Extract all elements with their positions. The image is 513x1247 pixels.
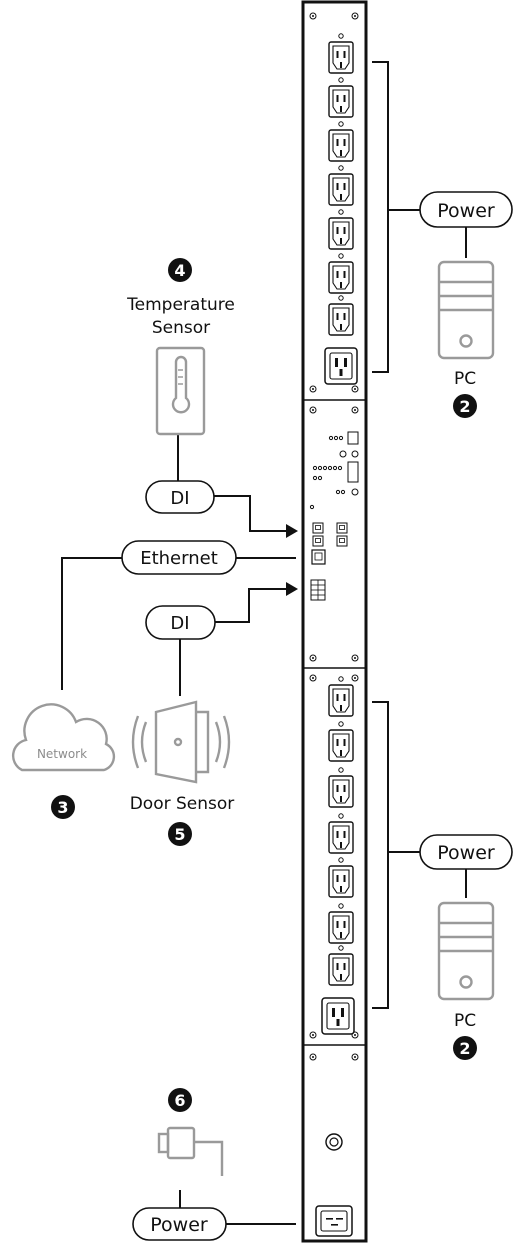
badge-2-icon (453, 394, 477, 418)
connection-lines (61, 61, 467, 1225)
power-label-bottom: Power (132, 1207, 227, 1241)
cloud-icon (11, 703, 116, 772)
power-plug-icon (157, 1126, 224, 1176)
arrowheads (286, 524, 298, 596)
door-sensor-label: Door Sensor (130, 794, 235, 814)
di-label-bottom: DI (145, 605, 216, 640)
door-sensor-icon (131, 700, 231, 784)
temperature-label-line1: Temperature (126, 295, 235, 315)
pc-bottom-label: PC (454, 1011, 476, 1031)
badge-3-icon (51, 795, 75, 819)
badge-2-icon (453, 1036, 477, 1060)
ethernet-port (311, 549, 326, 565)
power-label-mid: Power (419, 834, 513, 870)
badge-6-icon (168, 1088, 192, 1112)
network: Network 3 (11, 703, 116, 819)
thermometer-icon (155, 346, 206, 436)
di-terminal-block (310, 579, 326, 601)
pc-bottom-badge: 2 (459, 1039, 470, 1058)
power-input-section (315, 1133, 353, 1237)
di-label-bottom-text: DI (170, 613, 189, 634)
temperature-sensor: 4 Temperature Sensor (126, 258, 235, 436)
power-label-top-text: Power (437, 200, 495, 222)
di-label-top: DI (145, 480, 215, 514)
control-module (309, 431, 359, 510)
ethernet-label: Ethernet (121, 540, 237, 575)
pc-tower-icon (437, 260, 495, 360)
badge-4-icon (168, 258, 192, 282)
pc-top-badge: 2 (459, 397, 470, 416)
power-label-top: Power (419, 191, 513, 228)
di-label-top-text: DI (170, 488, 189, 509)
power-label-bottom-text: Power (150, 1214, 208, 1236)
temperature-label-line2: Sensor (152, 318, 210, 338)
door-badge: 5 (174, 825, 185, 844)
ethernet-label-text: Ethernet (140, 548, 218, 569)
temperature-badge: 4 (174, 261, 185, 280)
door-sensor: Door Sensor 5 (130, 700, 235, 846)
pc-top-label: PC (454, 369, 476, 389)
power-input-badge: 6 (174, 1091, 185, 1110)
pc-bottom: PC 2 (437, 901, 495, 1060)
pc-top: PC 2 (437, 260, 495, 418)
badge-5-icon (168, 822, 192, 846)
power-label-mid-text: Power (437, 842, 495, 864)
network-label: Network (37, 747, 87, 761)
pc-tower-icon (437, 901, 495, 1001)
power-input: 6 (157, 1088, 224, 1176)
network-badge: 3 (57, 798, 68, 817)
